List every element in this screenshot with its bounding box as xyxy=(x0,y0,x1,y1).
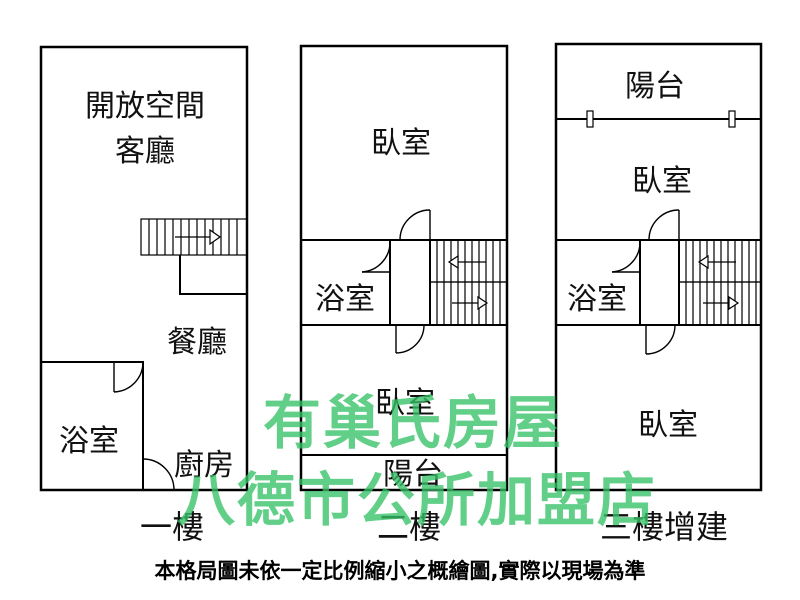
door-bedroom2-floor-3 xyxy=(645,324,676,355)
floor-label-1: 一樓 xyxy=(140,508,204,546)
room-label-bathroom-floor-2: 浴室 xyxy=(315,282,375,317)
room-label-bathroom-floor-3: 浴室 xyxy=(567,282,627,317)
watermark: 有巢氏房屋 八德市公所加盟店 xyxy=(177,389,657,534)
floor-1-plan xyxy=(39,45,249,492)
door-bath-floor-2 xyxy=(361,241,391,273)
room-label-living-room: 客廳 xyxy=(115,134,175,169)
door-kitchen-floor-1 xyxy=(142,458,175,491)
room-label-open-space: 開放空間 xyxy=(85,89,205,124)
balcony-window-floor-3 xyxy=(586,110,736,128)
room-label-bedroom2-floor-2: 臥室 xyxy=(375,386,435,421)
watermark-line-2: 八德市公所加盟店 xyxy=(177,466,657,534)
floor-2-plan xyxy=(299,44,509,492)
floor-labels: 一樓 二樓 三樓增建 xyxy=(140,508,728,546)
disclaimer-note: 本格局圖未依一定比例縮小之概繪圖,實際以現場為準 xyxy=(154,559,646,583)
door-bedroom-floor-2 xyxy=(399,209,431,241)
room-label-bathroom-floor-1: 浴室 xyxy=(59,424,119,459)
stair-floor-3 xyxy=(678,239,762,326)
door-bath-floor-3 xyxy=(611,241,641,273)
door-bedroom2-floor-2 xyxy=(395,324,425,354)
room-label-balcony-floor-3: 陽台 xyxy=(625,69,685,104)
stair-floor-2 xyxy=(429,239,508,326)
room-label-balcony-floor-2: 陽台 xyxy=(383,457,443,492)
room-label-kitchen: 廚房 xyxy=(174,448,234,483)
watermark-line-1: 有巢氏房屋 xyxy=(263,389,563,457)
floor-label-3: 三樓增建 xyxy=(600,508,728,546)
room-label-bedroom-floor-2: 臥室 xyxy=(371,126,431,161)
stair-floor-1 xyxy=(140,218,248,256)
door-bedroom-floor-3 xyxy=(648,209,680,241)
room-label-bedroom-floor-3: 臥室 xyxy=(632,164,692,199)
floor-3-plan xyxy=(554,42,763,492)
room-label-dining-room: 餐廳 xyxy=(167,325,227,360)
floor-label-2: 二樓 xyxy=(377,508,441,546)
room-label-bedroom2-floor-3: 臥室 xyxy=(638,408,698,443)
door-bath-floor-1 xyxy=(113,361,144,393)
room-labels: 開放空間 客廳 餐廳 浴室 廚房 臥室 浴室 臥室 陽台 陽台 臥室 浴室 臥室 xyxy=(59,69,698,492)
